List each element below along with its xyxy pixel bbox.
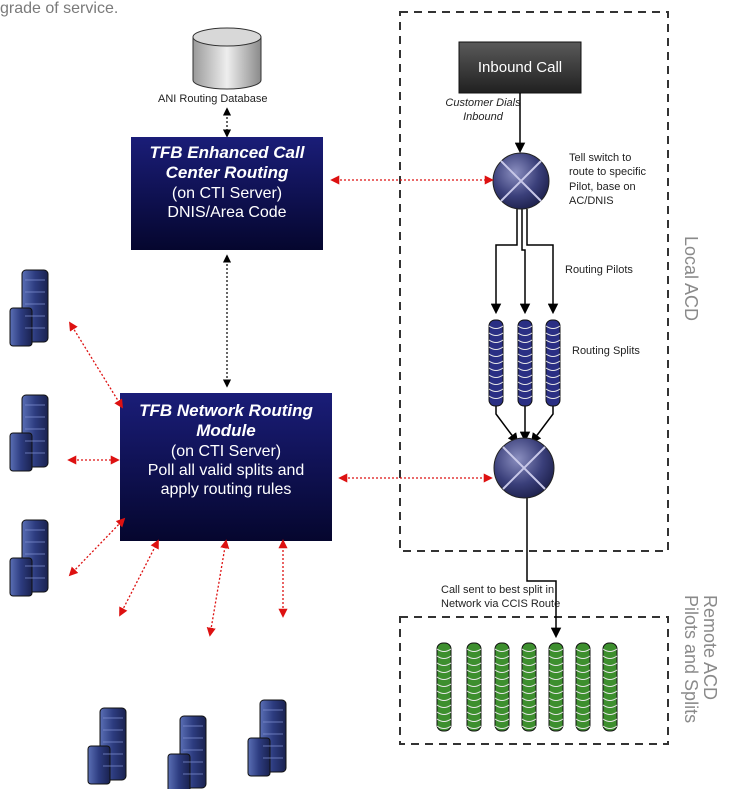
enhanced-title-line2: Center Routing: [165, 163, 289, 183]
acd-server-3-icon: [9, 519, 49, 597]
remote-acd-line2: Pilots and Splits: [680, 595, 701, 724]
routing-pilots-label: Routing Pilots: [565, 264, 633, 276]
network-title-line1: TFB Network Routing: [139, 401, 313, 420]
remote-split-1: [436, 642, 452, 732]
inbound-call-text: Inbound Call: [459, 59, 581, 77]
enhanced-title-line1: TFB Enhanced Call: [149, 143, 305, 162]
customer-dials-line1: Customer Dials: [445, 97, 521, 109]
remote-split-3: [494, 642, 510, 732]
remote-acd-line1: Remote ACD: [699, 595, 720, 701]
routing-split-2: [517, 319, 533, 407]
routing-splits-queues: [488, 319, 561, 407]
remote-split-4: [521, 642, 537, 732]
call-sent-line1: Call sent to best split in: [441, 584, 555, 596]
database-label: ANI Routing Database: [158, 93, 268, 105]
intro-text-fragment: grade of service.: [0, 0, 119, 17]
tell-switch-line3: Pilot, base on: [569, 180, 636, 193]
inbound-call-label: Inbound Call: [477, 59, 563, 76]
enhanced-routing-box: [131, 137, 323, 250]
enhanced-sub-line1: (on CTI Server): [171, 184, 283, 202]
routing-splits-label: Routing Splits: [572, 345, 640, 357]
call-sent-line2: Network via CCIS Route: [441, 598, 561, 611]
tell-switch-line4: AC/DNIS: [569, 194, 614, 207]
acd-server-2-icon: [9, 394, 49, 472]
call-sent-label: Call sent to best split in Network via C…: [441, 583, 560, 612]
remote-split-2: [466, 642, 482, 732]
network-to-server3-arrow: [68, 517, 126, 577]
acd-server-5-icon: [167, 715, 207, 793]
customer-dials-line2: Inbound: [463, 110, 503, 123]
remote-split-5: [548, 642, 564, 732]
remote-splits-queues: [436, 642, 618, 732]
tell-switch-line1: Tell switch to: [569, 152, 632, 164]
remote-acd-label: Remote ACD Pilots and Splits: [680, 595, 720, 724]
acd-server-1-icon: [9, 269, 49, 347]
acd-server-4-icon: [87, 707, 127, 785]
remote-split-7: [602, 642, 618, 732]
tell-switch-label: Tell switch to route to specific Pilot, …: [569, 151, 646, 208]
routing-split-1: [488, 319, 504, 407]
tell-switch-line2: route to specific: [569, 166, 647, 179]
network-sub-line3: apply routing rules: [160, 481, 292, 499]
network-to-server1-arrow: [69, 321, 123, 409]
enhanced-routing-text: TFB Enhanced Call Center Routing (on CTI…: [131, 143, 323, 222]
red-dotted-arrows: [67, 175, 494, 637]
local-acd-label: Local ACD: [680, 236, 701, 322]
switch-to-remote-arrow: [526, 496, 562, 639]
network-sub-line1: (on CTI Server): [170, 442, 282, 460]
split-to-switch-lines: [495, 406, 554, 444]
database-icon: [192, 27, 262, 90]
network-title-line2: Module: [196, 421, 256, 441]
routing-pilot-lines: [490, 209, 559, 315]
switch-top-icon: [492, 152, 550, 210]
enhanced-sub-line2: DNIS/Area Code: [167, 203, 287, 221]
local-acd-region: [399, 11, 669, 552]
acd-server-6-icon: [247, 699, 287, 777]
remote-acd-region: [399, 616, 669, 745]
network-routing-text: TFB Network Routing Module (on CTI Serve…: [120, 401, 332, 499]
routing-split-3: [545, 319, 561, 407]
remote-split-6: [575, 642, 591, 732]
network-to-server5-arrow: [206, 539, 230, 637]
switch-bottom-icon: [493, 437, 555, 499]
network-to-server4-arrow: [119, 539, 159, 617]
network-sub-line2: Poll all valid splits and: [147, 461, 305, 479]
network-routing-box: [120, 393, 332, 541]
customer-dials-label: Customer Dials Inbound: [433, 97, 533, 125]
acd-servers: [9, 269, 287, 793]
